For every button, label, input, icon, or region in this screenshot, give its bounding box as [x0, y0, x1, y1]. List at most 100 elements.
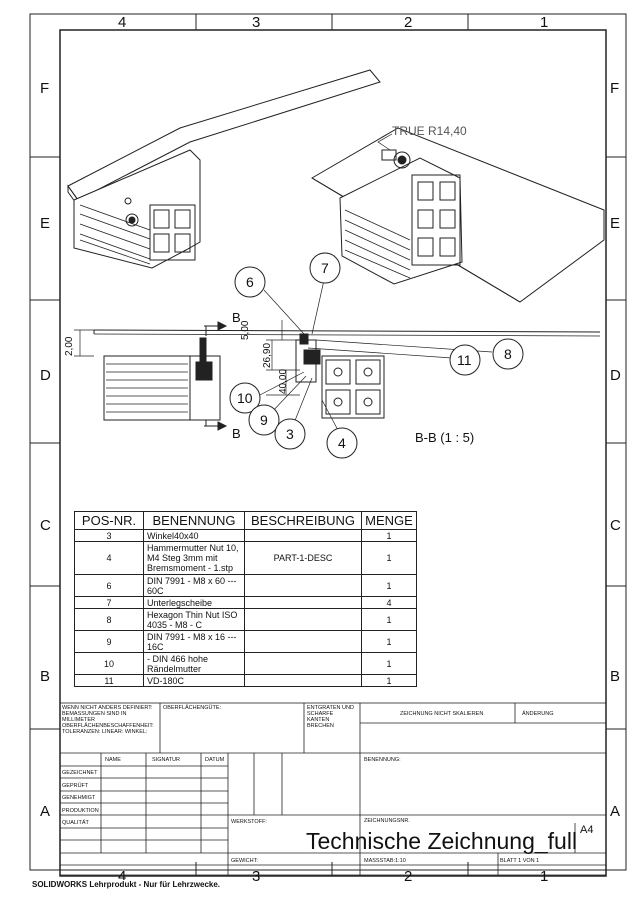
balloon-4: 4	[338, 435, 346, 451]
zone-col-1-top: 1	[540, 14, 549, 31]
bom-desc	[244, 674, 362, 687]
bom-name: Hexagon Thin Nut ISO 4035 - M8 - C	[143, 608, 245, 631]
zone-col-2-top: 2	[404, 14, 413, 31]
bom-qty: 1	[361, 529, 417, 542]
col-signature: SIGNATUR	[152, 757, 181, 763]
balloon-6: 6	[246, 274, 254, 290]
zone-row-c-right: C	[610, 517, 621, 534]
table-row: 3 Winkel40x40 1	[74, 529, 417, 542]
bom-qty: 1	[361, 652, 417, 675]
drawing-number-label: ZEICHNUNGSNR.	[364, 818, 410, 824]
bom-name: VD-180C	[143, 674, 245, 687]
bom-pos: 8	[74, 608, 144, 631]
iso-view-right	[311, 127, 605, 303]
revision-label: ÄNDERUNG	[522, 711, 554, 717]
zone-row-e-right: E	[610, 215, 621, 232]
bom-name: Hammermutter Nut 10, M4 Steg 3mm mit Bre…	[143, 541, 245, 575]
zone-row-f-right: F	[610, 80, 620, 97]
bom-desc	[244, 652, 362, 675]
col-date: DATUM	[205, 757, 225, 763]
title-block-grid	[59, 702, 607, 876]
bom-qty: 1	[361, 674, 417, 687]
bom-pos: 4	[74, 541, 144, 575]
sheet-size: A4	[580, 824, 594, 836]
no-scale-note: ZEICHNUNG NICHT SKALIEREN	[400, 711, 484, 717]
table-row: 10 - DIN 466 hohe Rändelmutter 1	[74, 652, 417, 675]
bom-name: DIN 7991 - M8 x 60 --- 60C	[143, 574, 245, 597]
bom-header-desc: BESCHREIBUNG	[244, 511, 362, 530]
bom-qty: 1	[361, 574, 417, 597]
bom-qty: 1	[361, 541, 417, 575]
zone-col-2-bottom: 2	[404, 868, 413, 885]
inner-border	[59, 29, 607, 877]
section-view-label: B-B (1 : 5)	[415, 430, 475, 445]
bom-qty: 1	[361, 608, 417, 631]
table-row: 11 VD-180C 1	[74, 674, 417, 687]
zone-row-a-left: A	[40, 803, 51, 820]
balloon-3: 3	[286, 426, 294, 442]
bom-desc	[244, 529, 362, 542]
surface-finish-label: OBERFLÄCHENGÜTE:	[163, 705, 222, 711]
material-label: WERKSTOFF:	[231, 819, 267, 825]
bom-pos: 11	[74, 674, 144, 687]
dim-40: 40,00	[278, 368, 289, 394]
role-checked: GEPRÜFT	[62, 783, 89, 789]
bom-pos: 10	[74, 652, 144, 675]
table-row: 7 Unterlegscheibe 4	[74, 596, 417, 609]
section-marker-top: B	[232, 310, 241, 325]
table-row: 8 Hexagon Thin Nut ISO 4035 - M8 - C 1	[74, 608, 417, 631]
zone-col-4-bottom: 4	[118, 868, 127, 885]
iso-radius-annotation: TRUE R14,40	[392, 124, 467, 138]
sheet-label: BLATT 1 VON 1	[500, 858, 540, 864]
deburr-note: ENTGRATEN UND SCHARFE KANTEN BRECHEN	[307, 705, 354, 729]
bom-header-qty: MENGE	[361, 511, 417, 530]
dim-26-9: 26,90	[262, 342, 273, 368]
designation-label: BENENNUNG:	[364, 757, 401, 763]
zone-col-3-bottom: 3	[252, 868, 261, 885]
bom-pos: 7	[74, 596, 144, 609]
bom-desc	[244, 574, 362, 597]
general-notes: WENN NICHT ANDERS DEFINIERT: BEMASSUNGEN…	[62, 705, 154, 735]
balloon-7: 7	[321, 260, 329, 276]
col-name: NAME	[105, 757, 121, 763]
role-quality: QUALITÄT	[62, 820, 89, 826]
balloon-circles	[229, 252, 524, 459]
bom-pos: 3	[74, 529, 144, 542]
zone-row-f-left: F	[40, 80, 50, 97]
bom-header-name: BENENNUNG	[143, 511, 245, 530]
bom-name: DIN 7991 - M8 x 16 --- 16C	[143, 630, 245, 653]
watermark: SOLIDWORKS Lehrprodukt - Nur für Lehrzwe…	[32, 880, 221, 889]
zone-row-e-left: E	[40, 215, 51, 232]
dim-2: 2,00	[64, 336, 75, 356]
bom-table: POS-NR. BENENNUNG BESCHREIBUNG MENGE 3 W…	[74, 511, 417, 687]
bom-qty: 1	[361, 630, 417, 653]
table-row: 9 DIN 7991 - M8 x 16 --- 16C 1	[74, 630, 417, 653]
zone-col-1-bottom: 1	[540, 868, 549, 885]
role-approved: GENEHMIGT	[62, 795, 96, 801]
scale-label: MASSSTAB:1:10	[364, 858, 406, 864]
bom-name: Unterlegscheibe	[143, 596, 245, 609]
bom-desc	[244, 596, 362, 609]
balloon-10: 10	[237, 390, 253, 406]
zone-row-b-left: B	[40, 668, 51, 685]
bom-pos: 6	[74, 574, 144, 597]
iso-view-left	[67, 69, 381, 269]
role-drawn: GEZEICHNET	[62, 770, 98, 776]
drawing-title: Technische Zeichnung_full	[306, 828, 578, 854]
zone-ticks	[30, 14, 626, 876]
bom-pos: 9	[74, 630, 144, 653]
balloon-11: 11	[457, 352, 472, 368]
table-row: 4 Hammermutter Nut 10, M4 Steg 3mm mit B…	[74, 541, 417, 575]
bom-desc	[244, 608, 362, 631]
weight-label: GEWICHT:	[231, 858, 258, 864]
zone-row-a-right: A	[610, 803, 621, 820]
section-marker-bottom: B	[232, 426, 241, 441]
bom-name: - DIN 466 hohe Rändelmutter	[143, 652, 245, 675]
outer-border	[29, 13, 627, 871]
zone-row-b-right: B	[610, 668, 621, 685]
bom-qty: 4	[361, 596, 417, 609]
dim-5: 5,00	[240, 320, 251, 340]
bom-desc	[244, 630, 362, 653]
zone-row-d-right: D	[610, 367, 621, 384]
section-view	[74, 279, 601, 435]
